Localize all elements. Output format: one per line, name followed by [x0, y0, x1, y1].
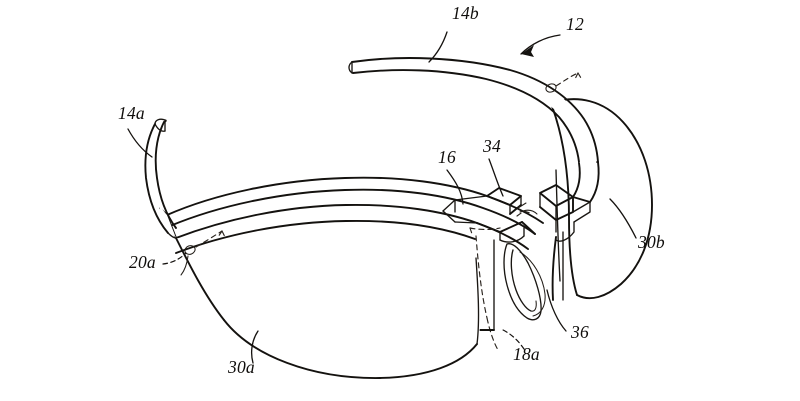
leader-14b	[428, 31, 448, 63]
leader-30b	[609, 198, 637, 239]
leader-34	[488, 158, 504, 197]
ref-label-30b: 30b	[637, 232, 665, 252]
left-hinge-pin-icon	[184, 245, 196, 255]
leader-12	[520, 34, 561, 57]
lower-temple-arm-14a	[144, 118, 177, 239]
leader-36	[546, 289, 567, 332]
arrow-head-icon	[521, 45, 534, 57]
leader-14a	[127, 128, 153, 158]
right-lens-30b	[550, 98, 653, 300]
leader-18a	[500, 328, 525, 350]
nose-pad-36	[503, 243, 546, 321]
ref-label-36: 36	[570, 322, 589, 342]
leader-20a	[162, 252, 187, 265]
ref-label-30a: 30a	[227, 357, 255, 377]
ref-label-14a: 14a	[118, 103, 145, 123]
ref-label-12: 12	[566, 14, 584, 34]
ref-label-14b: 14b	[452, 3, 479, 23]
upper-temple-arm-14b	[348, 57, 599, 164]
right-hinge-assembly	[539, 161, 600, 301]
left-lens-30a	[175, 219, 480, 379]
leader-30a	[251, 330, 259, 364]
leader-16	[446, 169, 464, 205]
ref-label-16: 16	[438, 147, 456, 167]
center-bridge-hinge-34	[469, 187, 538, 243]
ref-label-34: 34	[482, 136, 501, 156]
ref-label-18a: 18a	[513, 344, 540, 364]
ref-label-20a: 20a	[129, 252, 156, 272]
